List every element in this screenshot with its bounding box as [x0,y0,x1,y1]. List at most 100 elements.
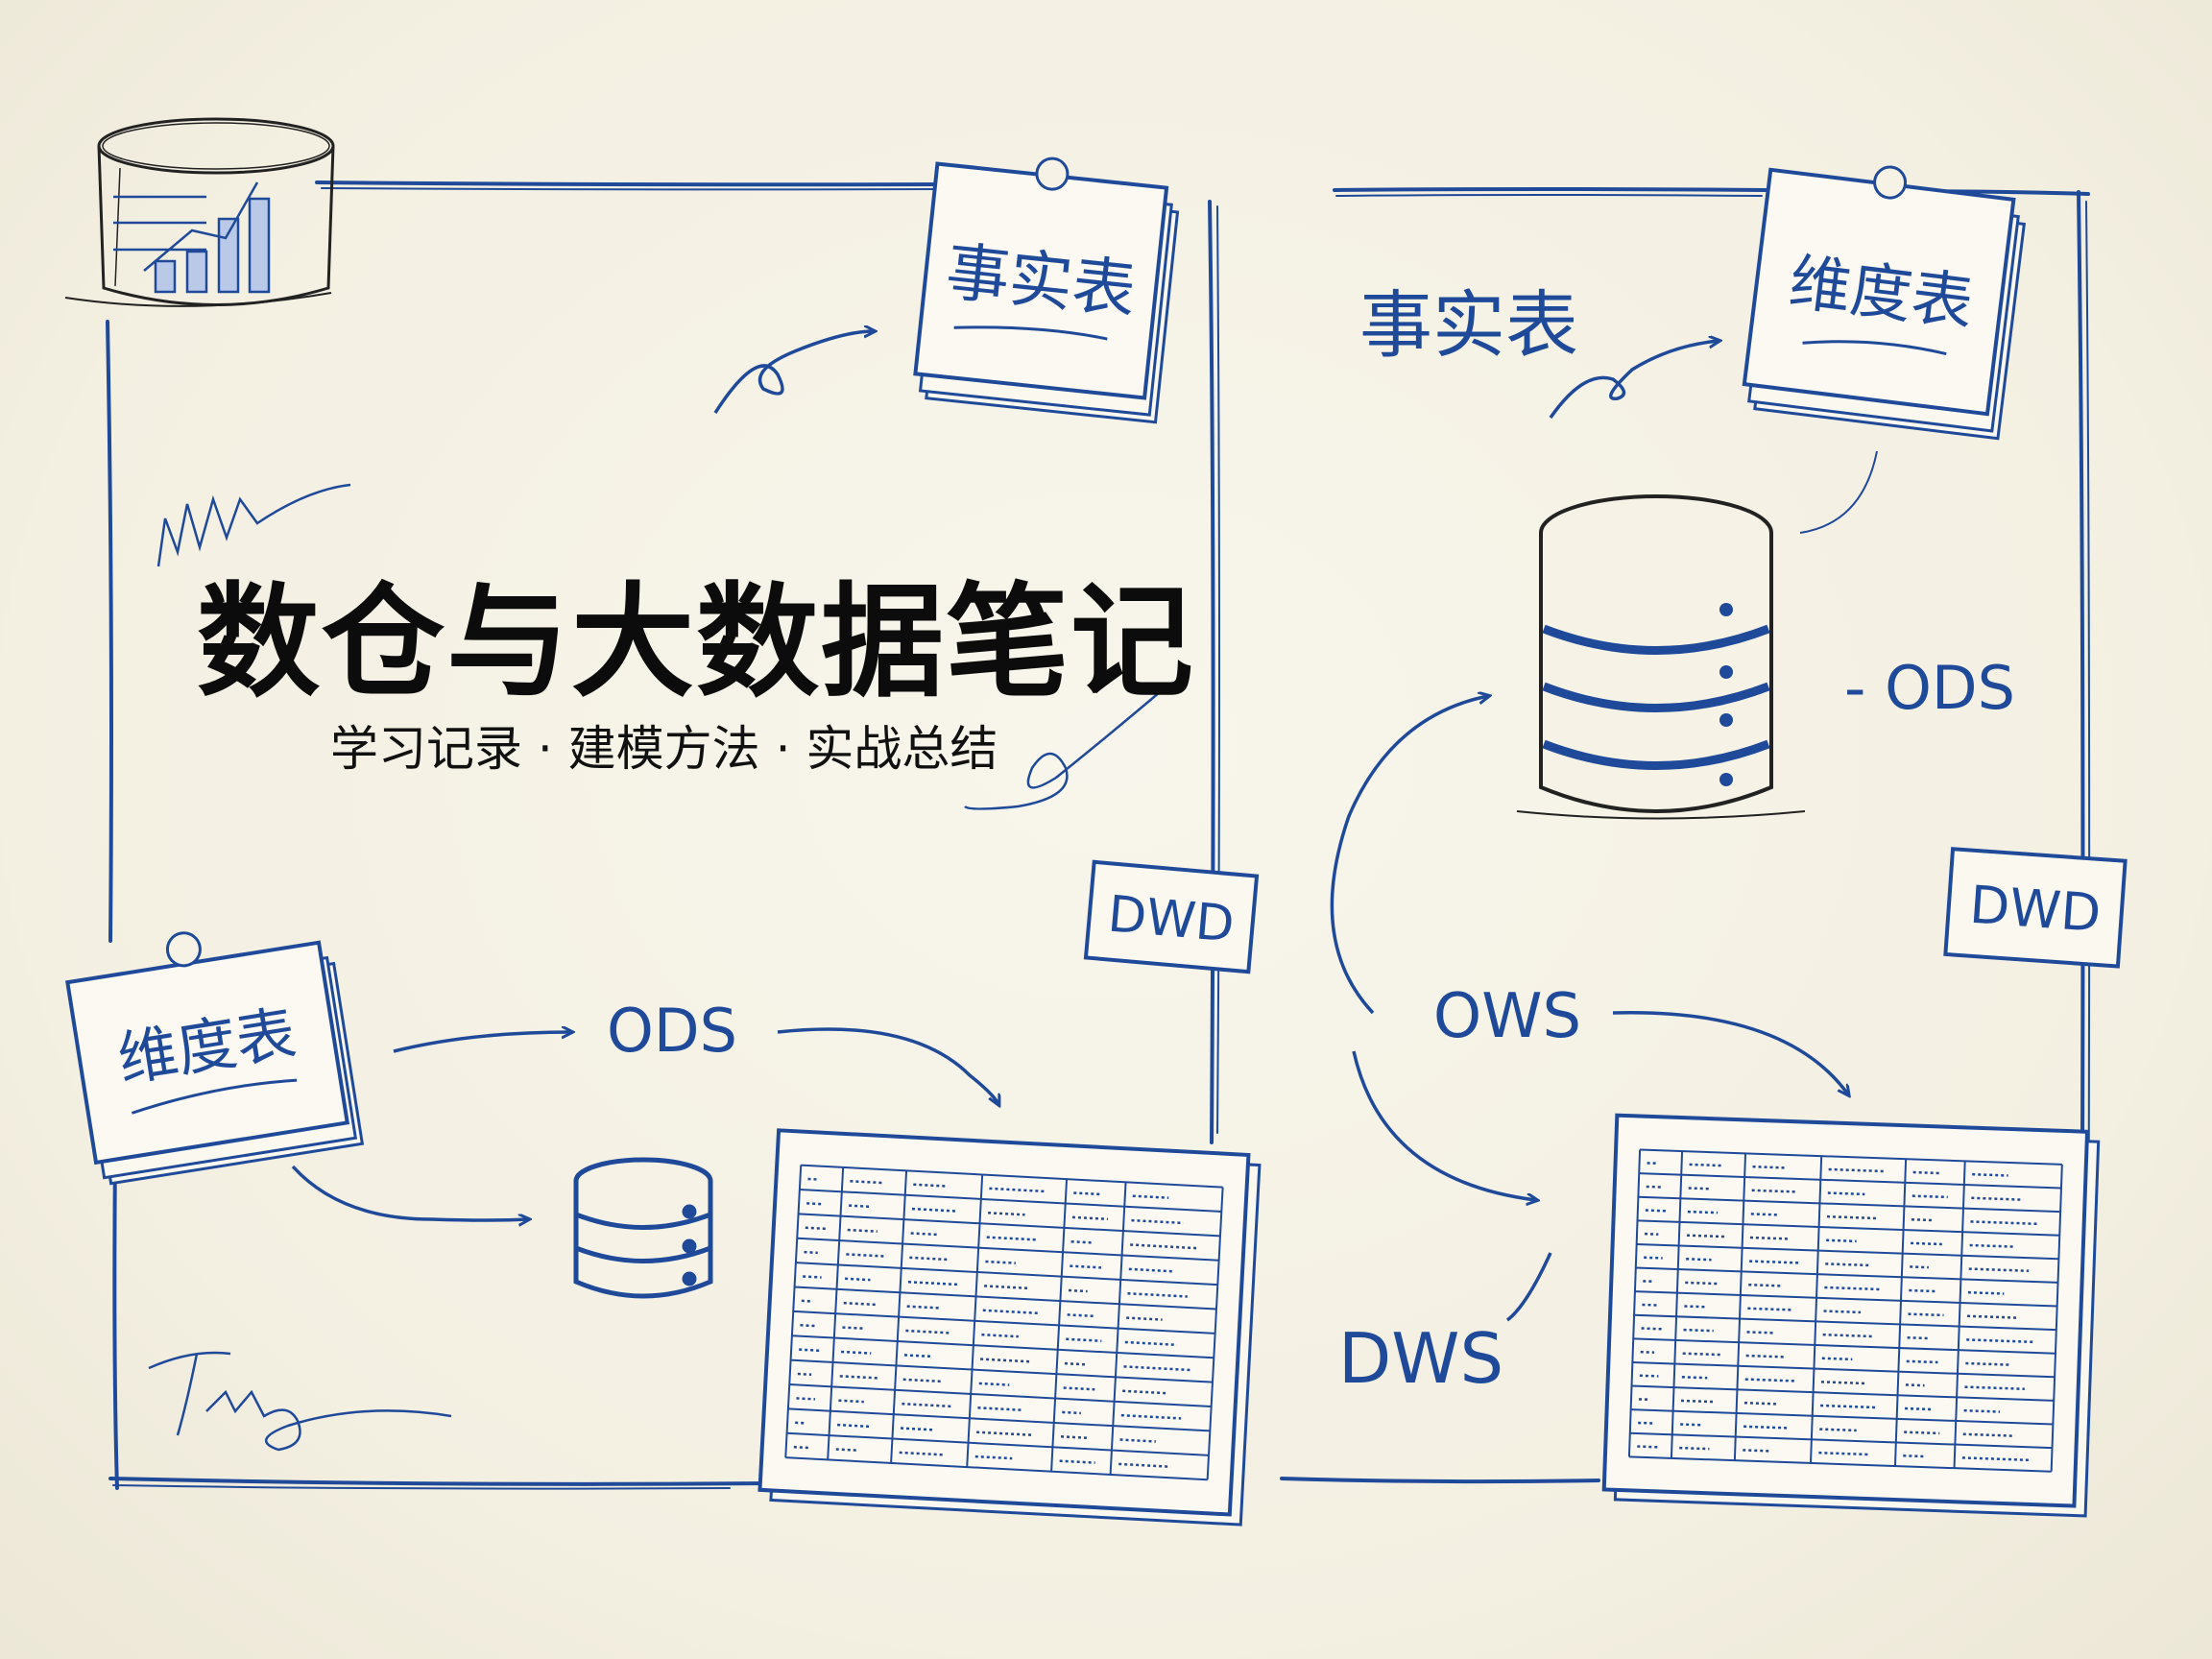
table-cell-scribble [1826,1238,1857,1243]
table-col-line [1810,1156,1823,1463]
table-cell-scribble [804,1250,818,1255]
ows-label: OWS [1433,981,1581,1052]
dwd-tag-right: DWD [1943,847,2128,969]
table-row-line [801,1164,1223,1189]
table-cell-scribble [988,1212,1025,1216]
table-cell-scribble [1909,1288,1936,1293]
left-panel-frame [106,180,1220,1490]
table-cell-scribble [1904,1431,1940,1435]
table-sheet-right [1601,1113,2101,1518]
table-row-line [787,1407,1211,1432]
table-cell-scribble [800,1324,817,1328]
table-row-line [1639,1172,2062,1190]
table-cell-scribble [1132,1194,1169,1199]
table-row-line [1636,1242,2059,1261]
arrows-right-panel [1330,696,1848,1322]
table-cell-scribble [837,1423,873,1429]
table-cell-scribble [1686,1234,1726,1238]
table-row-line [1640,1148,2062,1166]
table-row-line [791,1334,1214,1359]
table-cell-scribble [1911,1194,1948,1199]
table-row-line [785,1456,1208,1481]
table-cell-scribble [1686,1258,1712,1262]
table-cell-scribble [989,1187,1046,1193]
table-row-line [786,1431,1210,1456]
signature-scribble [148,1351,452,1452]
table-cell-scribble [1903,1454,1927,1458]
dimension-table-sticky-note-right: 维度表 [1742,165,2027,441]
right-dwd-text: DWD [1968,875,2104,944]
table-cell-scribble [1749,1260,1800,1264]
table-cell-scribble [910,1232,938,1237]
table-cell-scribble [1128,1267,1173,1273]
scribble-decoration [156,483,1167,810]
table-cell-scribble [797,1372,812,1377]
right-ods-label: - ODS [1844,653,2015,723]
table-cell-scribble [1638,1421,1655,1425]
table-cell-scribble [902,1402,952,1408]
table-cell-scribble [847,1228,878,1233]
table-cell-scribble [1967,1290,2005,1295]
table-cell-scribble [905,1329,950,1334]
table-col-line [784,1165,803,1458]
table-cell-scribble [1972,1172,2008,1177]
table-cell-scribble [978,1382,1010,1386]
table-cell-scribble [846,1253,886,1258]
table-col-line [1050,1179,1069,1472]
table-cell-scribble [1746,1331,1774,1334]
table-cell-scribble [839,1375,879,1380]
table-row-line [790,1358,1214,1383]
table-row-line [1629,1431,2053,1450]
table-cell-scribble [1825,1262,1869,1267]
table-cell-scribble [1126,1316,1163,1321]
table-cell-scribble [850,1180,885,1185]
right-fact-label: 事实表 [1359,282,1578,368]
table-cell-scribble [1819,1428,1857,1432]
table-row-line [798,1213,1221,1238]
table-cell-scribble [1683,1328,1714,1333]
table-cell-scribble [1744,1378,1795,1382]
table-cell-scribble [1826,1214,1878,1220]
table-cell-scribble [902,1378,942,1383]
table-cell-scribble [982,1309,1041,1315]
table-cell-scribble [1073,1191,1101,1196]
table-cell-scribble [1641,1327,1663,1331]
table-row-line [1630,1408,2054,1426]
table-cell-scribble [1820,1404,1878,1409]
table-cell-scribble [909,1256,949,1262]
table-cell-scribble [976,1431,1034,1437]
table-cell-scribble [1684,1305,1706,1309]
table-cell-scribble [1070,1239,1094,1244]
table-cell-scribble [1119,1438,1156,1443]
table-cell-scribble [795,1421,806,1425]
table-cell-scribble [1821,1357,1853,1361]
table-cell-scribble [981,1333,1019,1338]
table-cell-scribble [1120,1413,1182,1420]
table-row-line [1628,1455,2052,1473]
table-row-line [1635,1266,2058,1284]
table-cell-scribble [1066,1337,1102,1342]
table-row-line [794,1286,1217,1310]
dimension-table-sticky-note: 维度表 [65,931,365,1186]
table-cell-scribble [907,1281,959,1286]
table-row-line [1632,1360,2056,1379]
table-cell-scribble [899,1451,944,1456]
table-cell-scribble [1687,1210,1719,1214]
table-col-line [1206,1187,1224,1480]
table-cell-scribble [1127,1291,1188,1298]
left-ods-label: ODS [607,996,737,1066]
table-cell-scribble [1688,1187,1710,1190]
arrow-dim-to-ods [291,1029,998,1220]
table-cell-scribble [1965,1361,2010,1366]
table-cell-scribble [986,1236,1038,1241]
table-cell-scribble [1060,1435,1089,1440]
table-row-line [1638,1195,2061,1214]
table-cell-scribble [841,1350,872,1355]
table-cell-scribble [1911,1217,1935,1222]
table-cell-scribble [1646,1185,1663,1189]
table-cell-scribble [977,1407,1022,1411]
table-sheet-left [757,1128,1262,1527]
table-cell-scribble [911,1207,956,1213]
table-cell-scribble [838,1399,864,1404]
table-cell-scribble [801,1299,813,1303]
